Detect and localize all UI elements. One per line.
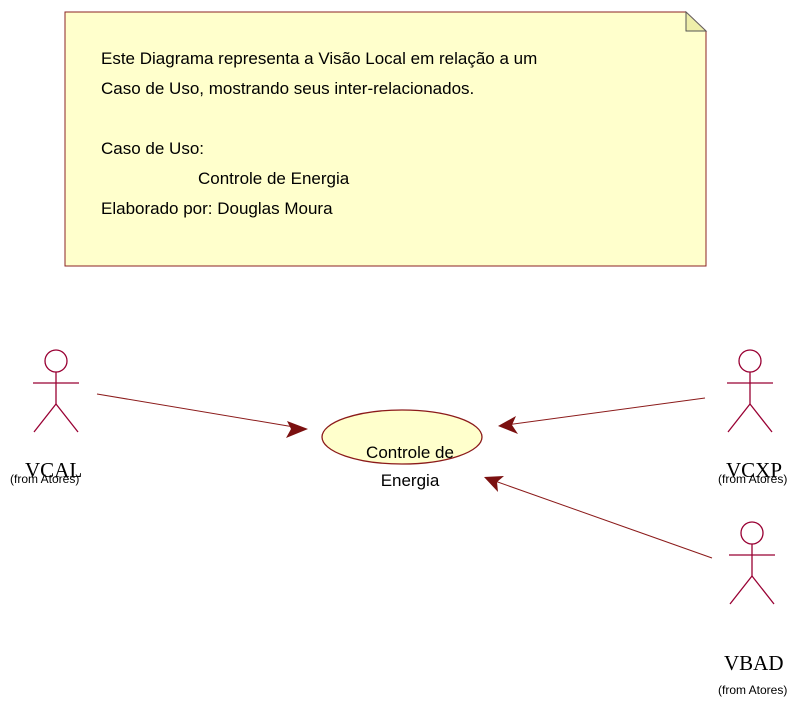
note-text: Este Diagrama representa a Visão Local e…	[101, 44, 537, 224]
note[interactable]	[64, 10, 708, 267]
use-case-controle-de-energia[interactable]	[321, 409, 483, 465]
association-vcxp[interactable]	[498, 397, 706, 434]
actor-vcxp-icon[interactable]	[727, 349, 773, 433]
actor-name-vbad: VBAD	[724, 651, 784, 675]
actor-from-vcxp: (from Atores)	[718, 472, 788, 486]
arrowhead-icon	[286, 421, 308, 438]
note-line: Elaborado por: Douglas Moura	[101, 199, 333, 218]
actor-from-vcal: (from Atores)	[10, 472, 80, 486]
actor-from-vbad: (from Atores)	[718, 683, 788, 697]
note-line: Este Diagrama representa a Visão Local e…	[101, 49, 538, 68]
note-body	[64, 11, 707, 267]
arrowhead-icon	[498, 416, 518, 434]
note-line	[101, 104, 537, 134]
actor-name-vcxp: VCXP	[726, 458, 783, 482]
note-fold	[685, 10, 708, 32]
association-vcal[interactable]	[96, 393, 308, 438]
actor-name-vcal: VCAL	[25, 458, 83, 482]
note-line: Controle de Energia	[198, 169, 350, 188]
use-case-label-line: Energia	[380, 471, 440, 490]
association-vbad[interactable]	[484, 476, 713, 559]
arrowhead-icon	[484, 476, 504, 492]
use-case-label: Controle de Energia	[340, 439, 480, 495]
actor-vcal-icon[interactable]	[33, 349, 79, 433]
use-case-label-line: Controle de	[366, 443, 454, 462]
actor-vbad-icon[interactable]	[729, 521, 775, 605]
note-line: Caso de Uso, mostrando seus inter-relaci…	[101, 79, 475, 98]
note-line: Caso de Uso:	[101, 139, 204, 158]
